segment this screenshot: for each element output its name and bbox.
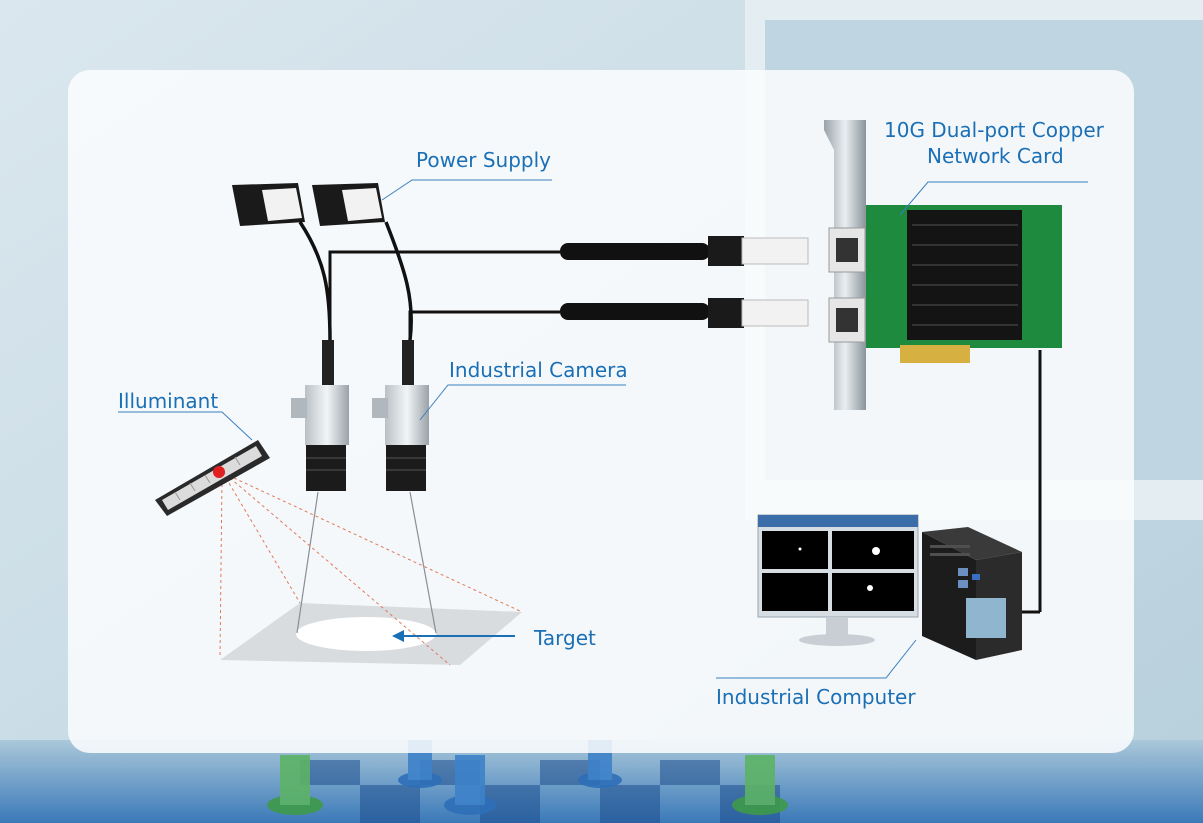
label-power-supply: Power Supply bbox=[416, 148, 551, 172]
rj45-connector-icon bbox=[708, 236, 809, 328]
chess-pieces bbox=[267, 740, 788, 815]
label-target: Target bbox=[534, 626, 596, 650]
ethernet-cables bbox=[328, 250, 560, 340]
power-adapter-icon bbox=[232, 183, 385, 226]
label-industrial-camera: Industrial Camera bbox=[449, 358, 628, 382]
target-plane bbox=[220, 603, 522, 665]
ethernet-cable-jackets bbox=[560, 243, 710, 320]
network-card-icon bbox=[824, 120, 1062, 410]
camera-fov-lines bbox=[296, 491, 437, 634]
label-industrial-computer: Industrial Computer bbox=[716, 685, 916, 709]
industrial-camera-icon bbox=[291, 340, 429, 491]
label-leader-lines bbox=[118, 179, 1088, 679]
target-arrow bbox=[392, 630, 515, 642]
light-bar-icon bbox=[155, 440, 270, 516]
monitor-icon bbox=[757, 514, 919, 646]
light-rays bbox=[219, 477, 523, 666]
power-cables bbox=[298, 221, 414, 341]
label-network-card-line2: Network Card bbox=[927, 144, 1064, 168]
industrial-pc-icon bbox=[922, 527, 1022, 660]
label-network-card-line1: 10G Dual-port Copper bbox=[884, 118, 1104, 142]
label-illuminant: Illuminant bbox=[118, 389, 219, 413]
